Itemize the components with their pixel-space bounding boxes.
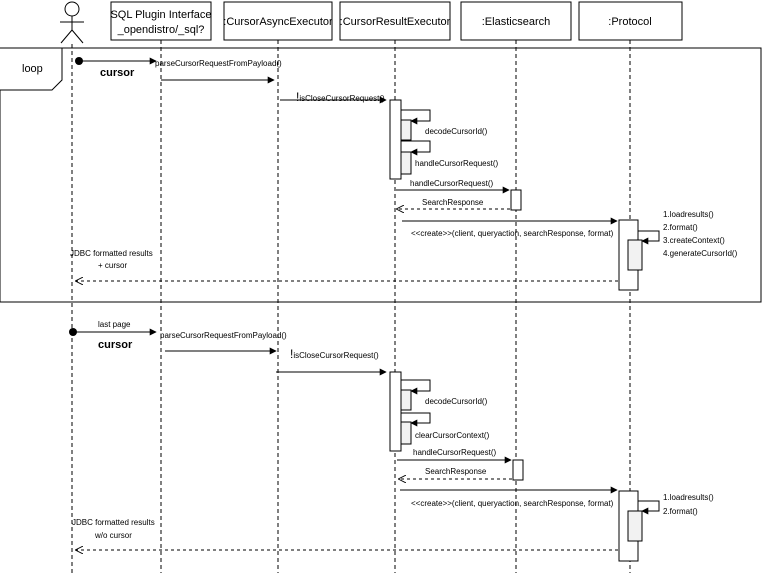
label-search-response-top: SearchResponse	[422, 198, 484, 207]
note-loadresults-top: 1.loadresults()	[663, 210, 714, 219]
label-parse-top: parseCursorRequestFromPayload()	[155, 59, 282, 68]
activation-result-executor-bottom	[389, 371, 402, 452]
label-isclose-top: !isCloseCursorRequest()	[296, 90, 385, 104]
label-create-top: <<create>>(client, queryaction, searchRe…	[411, 229, 614, 238]
activation-protocol-nested-top	[627, 239, 643, 271]
activation-handle-top	[400, 151, 412, 175]
self-call-protocol-top	[638, 230, 660, 245]
participant-cursor-result-executor-label: :CursorResultExecutor	[340, 16, 451, 28]
participant-cursor-async-executor-label: :CursorAsyncExecutor	[223, 16, 333, 28]
label-jdbc-results-top: JDBC formatted results	[70, 249, 153, 258]
isclose-prefix-top: !	[296, 90, 299, 104]
label-decode-bottom: decodeCursorId()	[425, 397, 488, 406]
self-call-handle-top	[401, 140, 431, 156]
self-call-protocol-bottom	[638, 500, 660, 515]
label-decode-top: decodeCursorId()	[425, 127, 488, 136]
note-create-context-top: 3.createContext()	[663, 236, 725, 245]
label-handle-es-top: handleCursorRequest()	[410, 179, 493, 188]
note-format-bottom: 2.format()	[663, 507, 698, 516]
participant-protocol: :Protocol	[578, 1, 683, 41]
label-parse-bottom: parseCursorRequestFromPayload()	[160, 331, 287, 340]
isclose-prefix-bottom: !	[290, 347, 293, 361]
activation-elasticsearch-bottom	[512, 459, 524, 481]
actor	[60, 1, 84, 44]
participant-protocol-label: :Protocol	[608, 16, 651, 28]
note-generate-cursor-top: 4.generateCursorId()	[663, 249, 738, 258]
activation-elasticsearch-top	[510, 189, 522, 211]
loop-frame: loop	[0, 47, 762, 303]
participant-cursor-result-executor: :CursorResultExecutor	[339, 1, 451, 41]
label-jdbc-cursor-top: + cursor	[98, 261, 127, 270]
self-call-decode-top	[401, 109, 431, 125]
label-jdbc-results-bottom: JDBC formatted results	[72, 518, 155, 527]
note-format-top: 2.format()	[663, 223, 698, 232]
note-loadresults-bottom: 1.loadresults()	[663, 493, 714, 502]
label-jdbc-no-cursor-bottom: w/o cursor	[94, 531, 132, 540]
label-cursor-bottom: cursor	[98, 339, 133, 351]
loop-label: loop	[22, 63, 43, 75]
label-search-response-bottom: SearchResponse	[425, 467, 487, 476]
activation-clear-bottom	[400, 421, 412, 445]
label-handle-es-bottom: handleCursorRequest()	[413, 448, 496, 457]
participant-sql-plugin: SQL Plugin Interface _opendistro/_sql?	[110, 1, 212, 41]
label-clear-bottom: clearCursorContext()	[415, 431, 490, 440]
self-call-decode-bottom	[401, 379, 431, 395]
participant-cursor-async-executor: :CursorAsyncExecutor	[223, 1, 333, 41]
activation-decode-top	[400, 119, 412, 141]
activation-decode-bottom	[400, 389, 412, 411]
participant-elasticsearch: :Elasticsearch	[460, 1, 572, 41]
label-last-page: last page	[98, 320, 131, 329]
activation-protocol-nested-bottom	[627, 510, 643, 542]
participant-elasticsearch-label: :Elasticsearch	[482, 16, 550, 28]
label-cursor-top: cursor	[100, 67, 135, 79]
participant-sql-plugin-label: SQL Plugin Interface	[110, 9, 211, 21]
self-call-clear-bottom	[401, 412, 431, 427]
isclose-text-top: isCloseCursorRequest()	[299, 94, 385, 103]
label-handle-top: handleCursorRequest()	[415, 159, 498, 168]
label-isclose-bottom: !isCloseCursorRequest()	[290, 347, 379, 361]
isclose-text-bottom: isCloseCursorRequest()	[293, 351, 379, 360]
label-create-bottom: <<create>>(client, queryaction, searchRe…	[411, 499, 614, 508]
participant-sql-plugin-endpoint: _opendistro/_sql?	[117, 24, 205, 36]
activation-result-executor-top	[389, 99, 402, 180]
